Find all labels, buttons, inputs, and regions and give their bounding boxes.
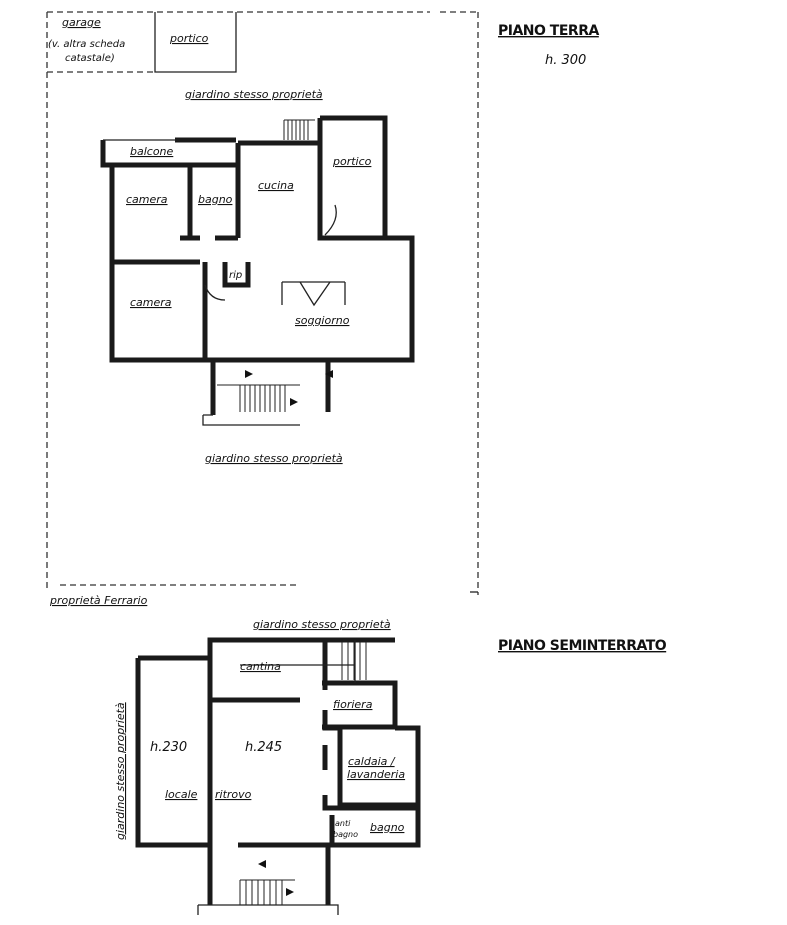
ground-floor-height: h. 300 [545,53,586,68]
label-garden-bottom: giardino stesso proprietà [205,452,343,465]
label-caldaia: caldaia / [348,755,396,768]
label-garden-top: giardino stesso proprietà [185,88,323,101]
label-garage-note-1: (v. altra scheda [48,39,125,50]
label-lavanderia: lavanderia [347,768,405,781]
label-bagno: bagno [198,193,233,206]
title-basement: PIANO SEMINTERRATO [498,638,667,654]
label-garage-note-2: catastale) [65,53,115,64]
ground-stairs [217,119,333,412]
label-fioriera: fioriera [333,698,373,711]
property-boundary [46,11,479,595]
label-balcone: balcone [130,145,174,158]
label-height-left: h.230 [150,740,187,755]
label-cantina: cantina [240,660,281,673]
title-ground-floor: PIANO TERRA [498,23,599,39]
basement-walls [135,637,421,915]
label-garage: garage [62,16,101,29]
label-camera-2: camera [130,296,172,309]
label-cucina: cucina [258,179,294,192]
label-basement-garden-top: giardino stesso proprietà [253,618,391,631]
label-rip: rip [229,270,242,281]
label-camera-1: camera [126,193,168,206]
label-portico-right: portico [332,155,372,168]
label-ritrovo: ritrovo [215,788,252,801]
label-locale: locale [165,788,198,801]
ground-floor-walls [100,115,415,426]
label-portico-top: portico [169,32,209,45]
label-neighbor-property: proprietà Ferrario [49,594,148,607]
label-height-right: h.245 [245,740,282,755]
label-basement-garden-left: giardino stesso proprietà [114,702,127,840]
label-soggiorno: soggiorno [295,314,350,327]
label-basement-bagno: bagno [370,821,405,834]
label-antibagno-2: bagno [333,830,358,839]
label-antibagno-1: anti [335,819,351,828]
basement-stairs [239,642,367,905]
